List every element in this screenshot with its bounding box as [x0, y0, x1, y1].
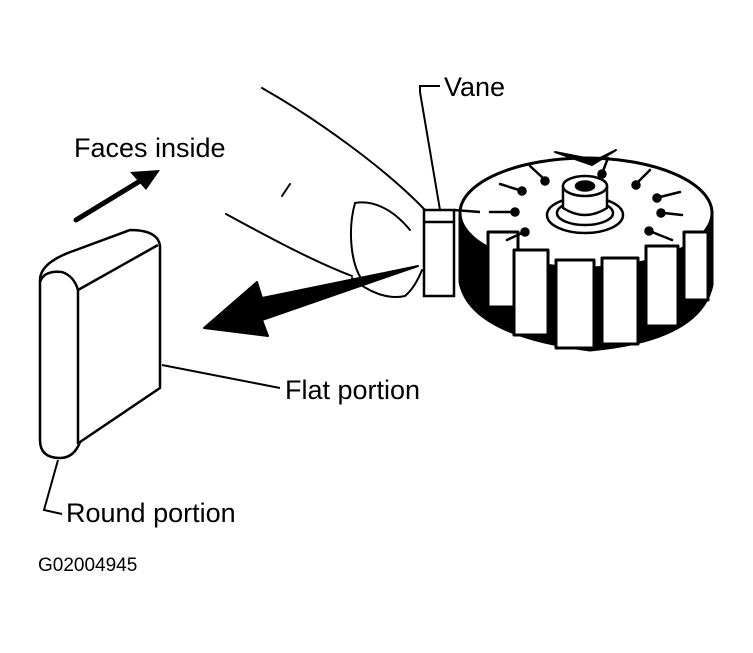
rotor-assembly	[458, 149, 714, 352]
round-portion-leader	[42, 459, 63, 515]
rotor-slots	[488, 156, 684, 242]
vane-label: Vane	[444, 72, 505, 102]
leader-lines	[42, 85, 441, 515]
rotor-notch	[554, 149, 617, 166]
round-portion-label: Round portion	[66, 498, 236, 528]
flat-portion-label: Flat portion	[285, 375, 420, 405]
rotor-vane	[682, 230, 710, 302]
flat-portion-leader	[161, 364, 281, 389]
rotor-vane	[554, 258, 596, 350]
rotor-vane	[600, 256, 640, 346]
removal-arrow	[203, 265, 419, 337]
rotor-vane	[644, 244, 680, 328]
vane-leader	[419, 85, 441, 211]
rotor-vanes	[486, 230, 710, 350]
hand-illustration	[225, 87, 426, 298]
figure-code: G02004945	[38, 555, 137, 576]
rotor-hub	[545, 174, 625, 235]
rotor-vane	[512, 248, 550, 337]
magnet-block	[38, 228, 162, 460]
faces-inside-label: Faces inside	[74, 133, 226, 163]
faces-inside-arrow	[73, 170, 160, 223]
vane-part	[422, 208, 481, 298]
